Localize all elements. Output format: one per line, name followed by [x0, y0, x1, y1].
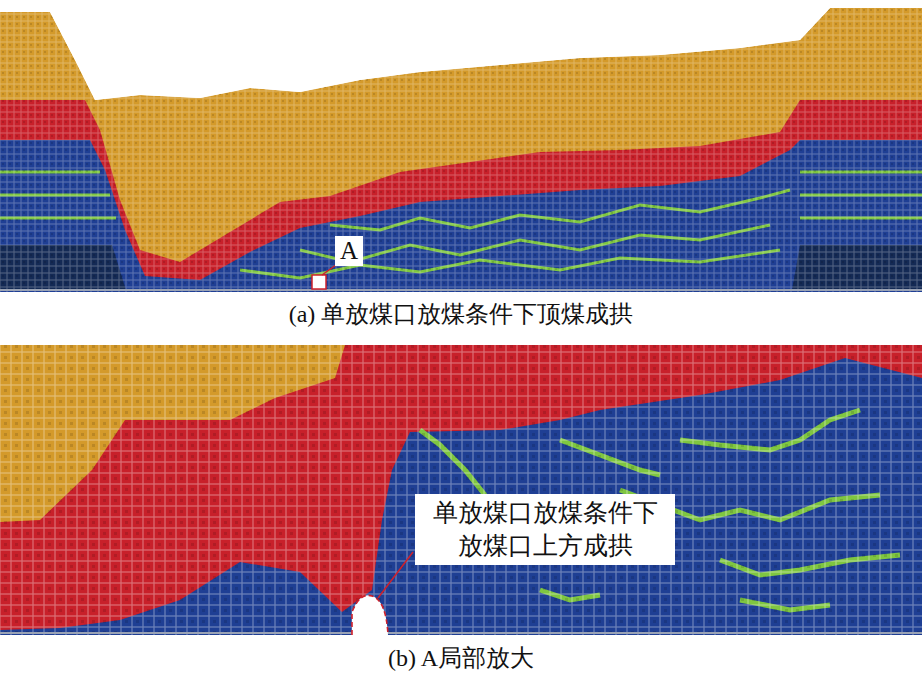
figure-caption: (a) 单放煤口放煤条件下顶煤成拱	[0, 300, 922, 329]
callout-letter: A	[335, 236, 363, 266]
callout-text: 单放煤口放煤条件下 放煤口上方成拱	[425, 497, 665, 562]
figure-caption: (b) A局部放大	[0, 644, 922, 673]
callout-box: 单放煤口放煤条件下 放煤口上方成拱	[415, 494, 675, 565]
